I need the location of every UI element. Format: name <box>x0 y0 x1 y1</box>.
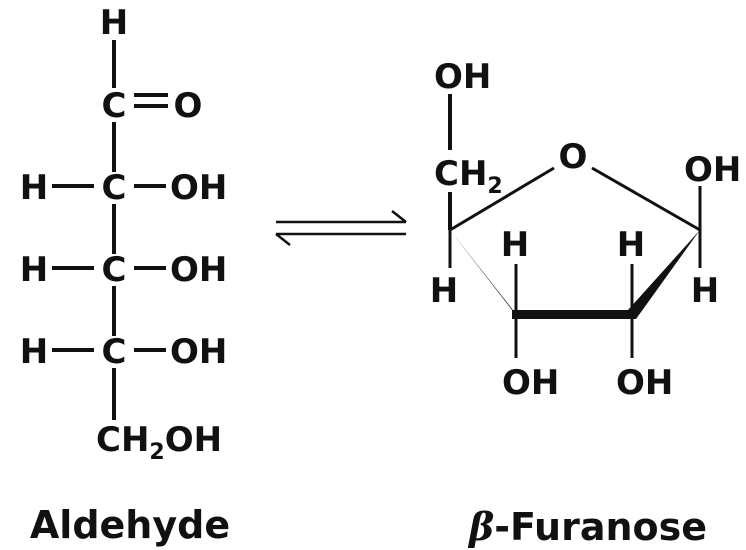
aldehyde-row2-oh: OH <box>170 250 227 290</box>
ring-bold-bond-c3-c2 <box>512 310 636 319</box>
furanose-caption-text: -Furanose <box>494 505 707 549</box>
furanose-c2-h: H <box>617 225 645 265</box>
aldehyde-caption: Aldehyde <box>30 503 230 547</box>
furanose-ch2: CH2 <box>434 154 503 199</box>
beta-symbol: β <box>467 504 494 549</box>
ring-wedge-c4-c3 <box>450 230 520 319</box>
aldehyde-ch2oh: CH2OH <box>96 420 222 465</box>
aldehyde-row1-oh: OH <box>170 168 227 208</box>
ring-wedge-c1-c2 <box>628 230 700 319</box>
aldehyde-oh: OH <box>165 420 222 460</box>
aldehyde-top-h: H <box>100 3 128 43</box>
furanose-right-oh: OH <box>684 150 741 190</box>
aldehyde-row1-c: C <box>102 168 127 208</box>
furanose-subscript-2: 2 <box>487 174 502 199</box>
furanose-left-h: H <box>430 271 458 311</box>
aldehyde-carbonyl-o: O <box>174 86 203 126</box>
aldehyde-subscript-2: 2 <box>149 440 164 465</box>
forward-arrow-barb <box>391 210 407 223</box>
furanose-ring-o: O <box>559 137 588 177</box>
furanose-structure: OH CH2 O OH H H H OH H OH β-Furanose <box>430 57 742 549</box>
furanose-top-oh: OH <box>434 57 491 97</box>
aldehyde-row3-h: H <box>20 332 48 372</box>
aldehyde-row2-h: H <box>20 250 48 290</box>
aldehyde-structure: H C O H C OH H C OH H C OH CH2OH Aldehyd… <box>20 3 230 547</box>
aldehyde-row3-oh: OH <box>170 332 227 372</box>
ring-bond-o-c1 <box>591 166 701 232</box>
aldehyde-row3-c: C <box>102 332 127 372</box>
equilibrium-arrows <box>275 210 407 246</box>
furanose-c3-oh: OH <box>502 363 559 403</box>
furanose-right-h: H <box>691 271 719 311</box>
aldehyde-ch: CH <box>96 420 149 460</box>
aldehyde-row2-c: C <box>102 250 127 290</box>
furanose-c3-h: H <box>501 225 529 265</box>
furanose-c2-oh: OH <box>616 363 673 403</box>
aldehyde-carbonyl-c: C <box>102 86 127 126</box>
furanose-caption: β-Furanose <box>467 504 707 549</box>
aldehyde-row1-h: H <box>20 168 48 208</box>
ring-bond-c4-o <box>449 166 555 232</box>
furanose-ch: CH <box>434 154 487 194</box>
reverse-arrow-barb <box>275 233 291 246</box>
